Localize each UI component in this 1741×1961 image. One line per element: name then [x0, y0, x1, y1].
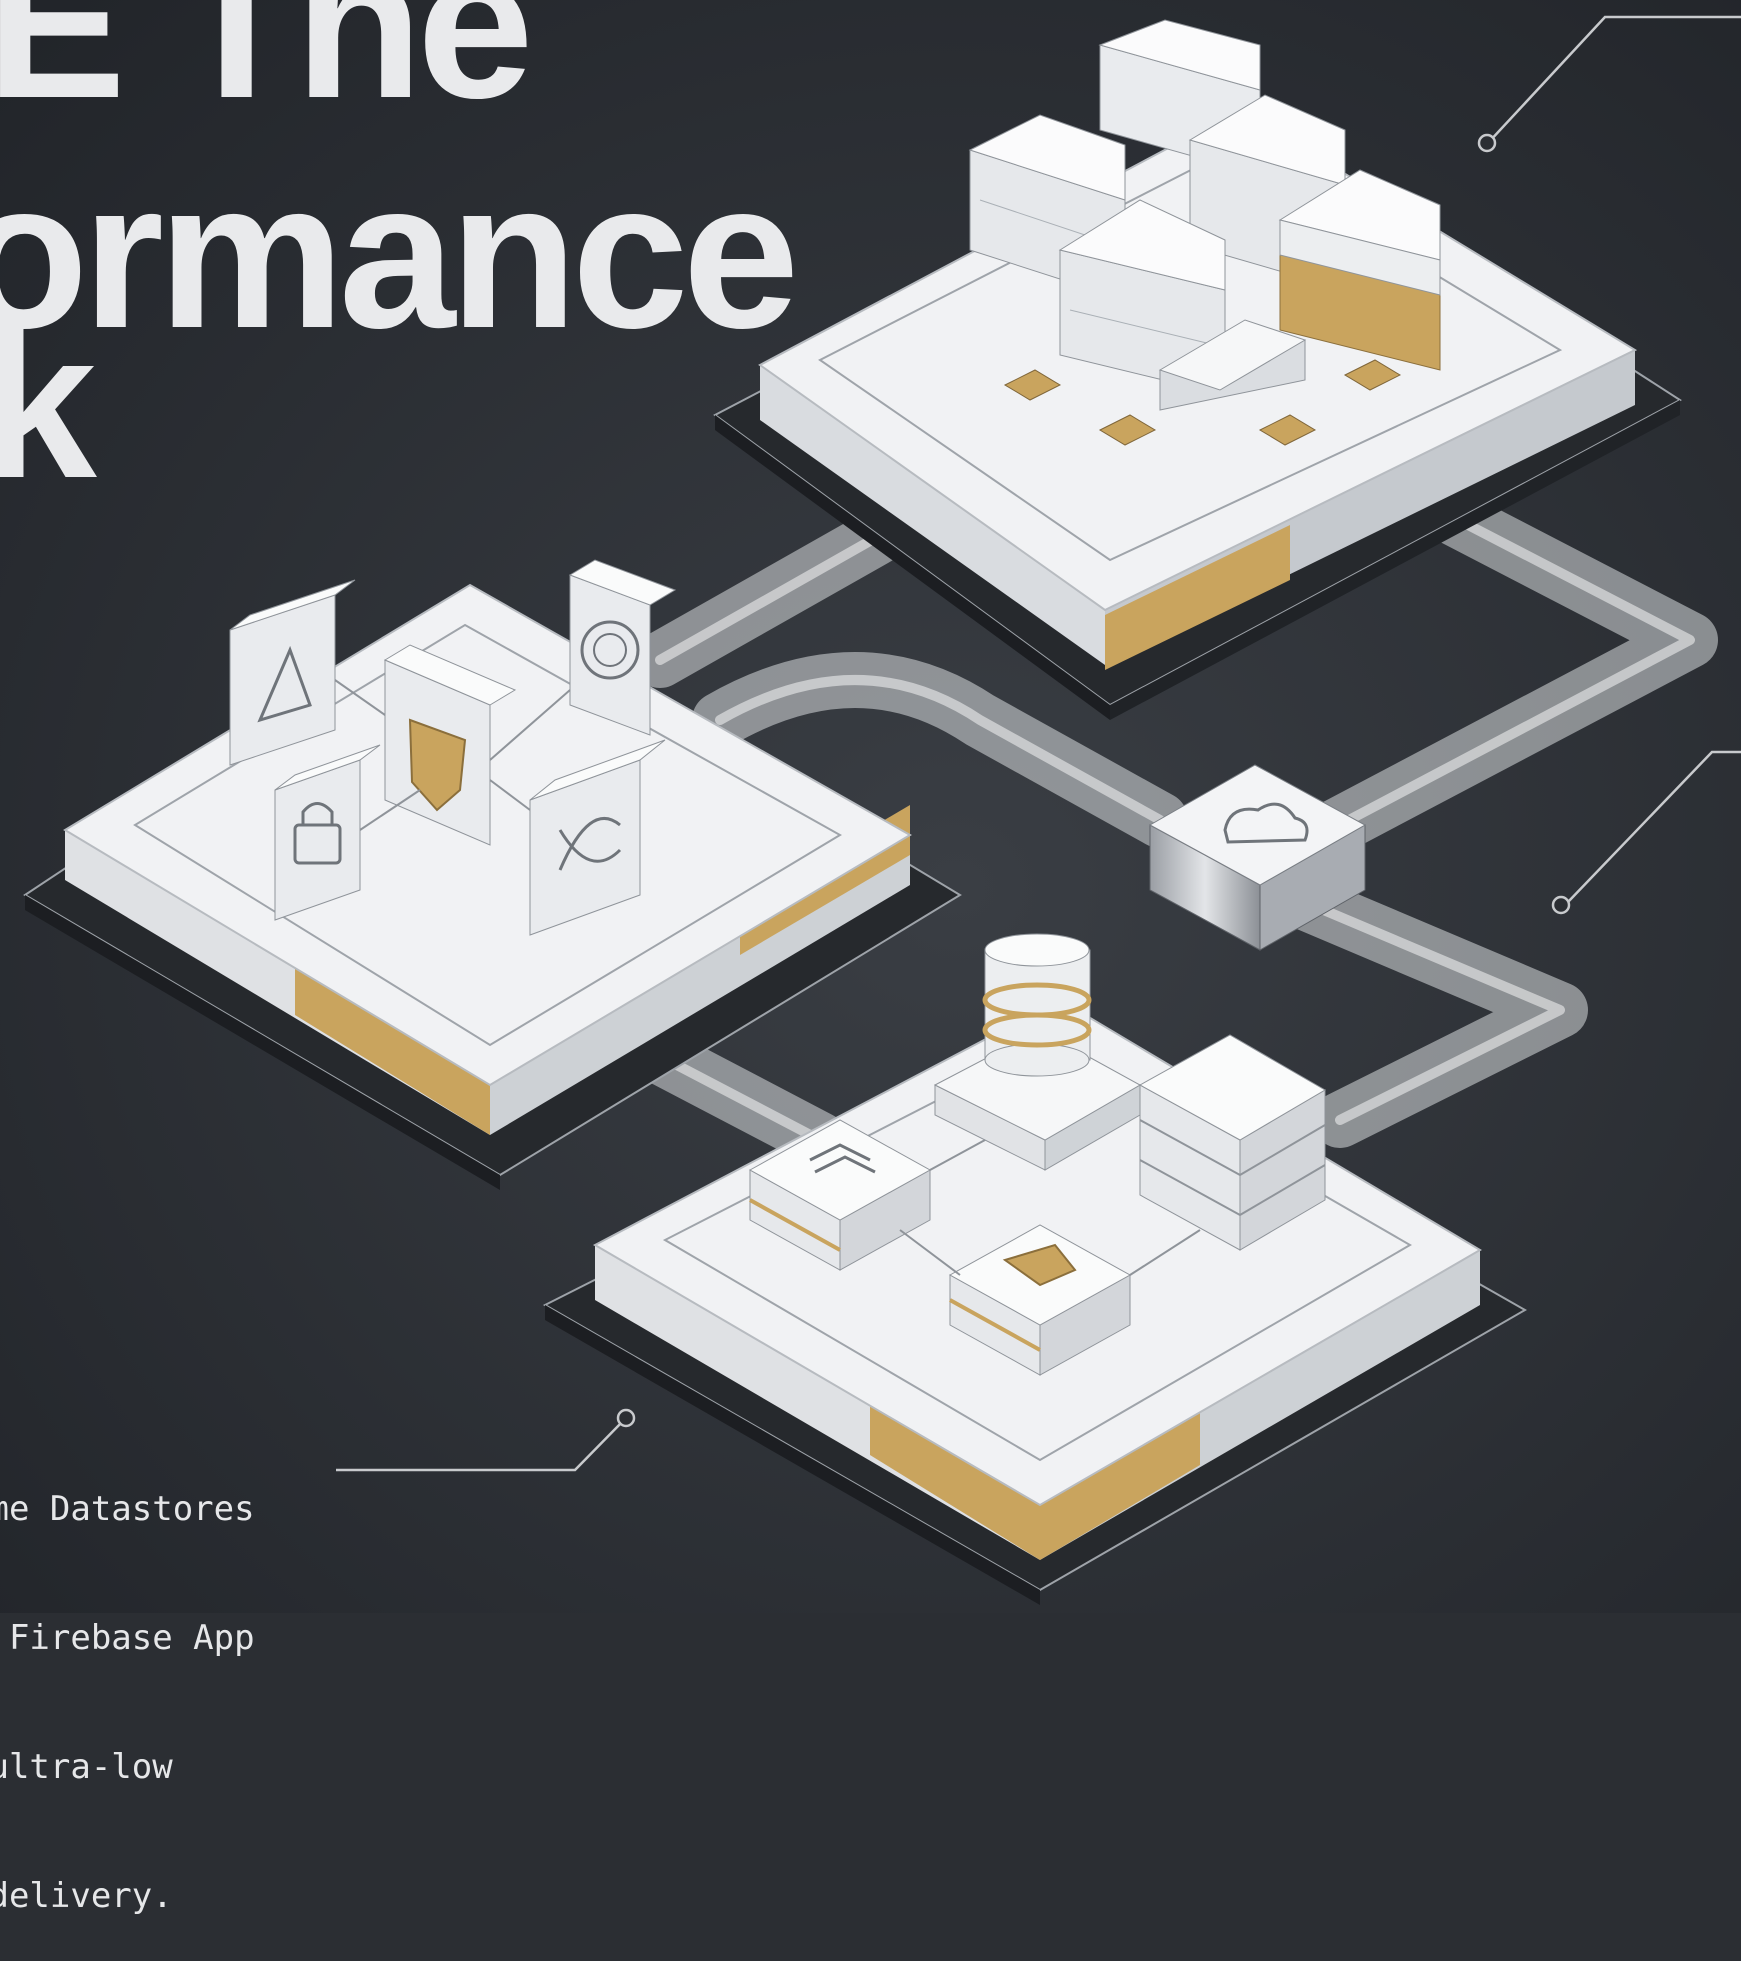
database-icon	[933, 933, 1142, 1171]
security-platform	[23, 559, 962, 1190]
data-platform	[542, 933, 1528, 1605]
fingerprint-tile	[568, 559, 677, 736]
gold-accent-band	[1105, 525, 1290, 670]
architecture-diagram	[0, 0, 1741, 1613]
lock-tile	[274, 744, 381, 921]
headline-line-2: ormance	[0, 137, 799, 372]
shield-tile	[383, 644, 517, 846]
callout-lines	[336, 15, 1741, 1472]
cloud-lock-icon	[1223, 802, 1309, 844]
shuffle-icon	[558, 816, 622, 871]
headline-line-1: E The	[0, 0, 534, 142]
lock-icon	[293, 823, 342, 865]
storage-icon	[748, 1119, 932, 1271]
shuffle-tile	[529, 739, 666, 936]
server-rack-icon	[1138, 1034, 1326, 1251]
gold-accent-band	[870, 1400, 1040, 1560]
fingerprint-icon	[580, 620, 640, 680]
shield-box	[948, 1224, 1132, 1376]
shield-icon	[408, 718, 467, 812]
container-platform	[713, 19, 1682, 720]
headline-line-3: k	[0, 287, 97, 522]
key-tile	[229, 579, 356, 766]
caption-line: ultra-low	[0, 1747, 173, 1787]
gold-chips	[1003, 359, 1402, 446]
caption-line: ime Datastores	[0, 1489, 255, 1529]
gold-accent-band	[1040, 1410, 1200, 1560]
container-stack	[968, 19, 1441, 411]
caption-text: ime Datastores d Firebase App ultra-low …	[0, 1402, 255, 1961]
cloud-lock-node	[1148, 764, 1367, 951]
caption-line: d Firebase App	[8, 1618, 255, 1658]
caption-line: delivery.	[0, 1876, 173, 1916]
gold-accent-band	[295, 965, 490, 1135]
